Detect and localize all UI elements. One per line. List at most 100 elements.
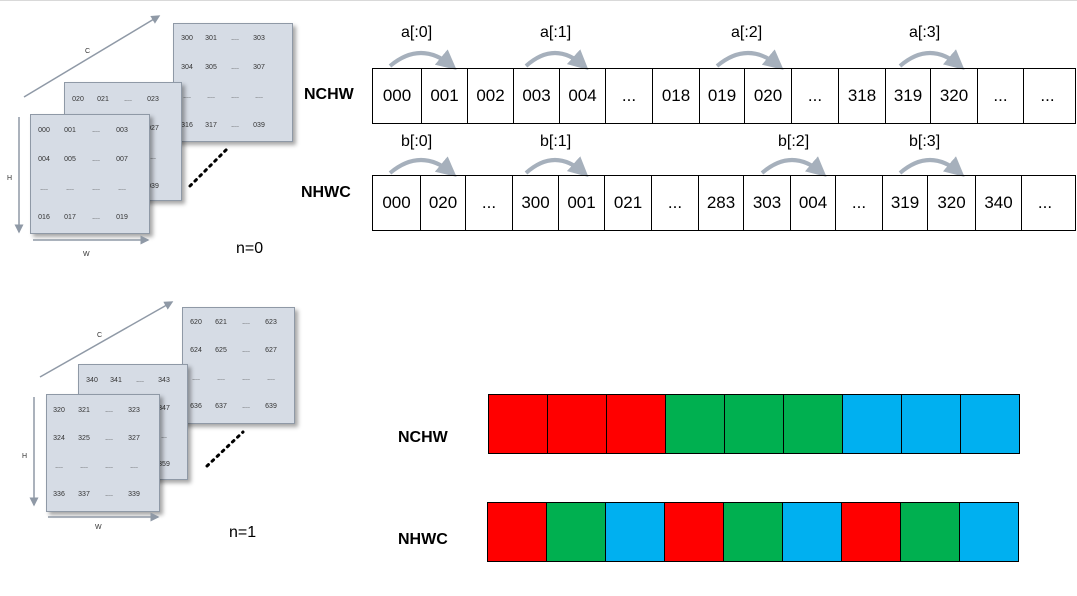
red-block xyxy=(606,394,666,454)
plane-cell: 005 xyxy=(64,156,76,163)
memory-cell: 018 xyxy=(653,69,700,123)
plane-cell: .... xyxy=(92,185,100,192)
memory-cell: 340 xyxy=(976,176,1022,230)
axis-label-h: H xyxy=(7,175,13,182)
axis-label-w: W xyxy=(83,251,90,258)
plane-cell: .... xyxy=(242,403,250,410)
plane-cell: 623 xyxy=(265,319,277,326)
plane-cell: .... xyxy=(92,156,100,163)
row-label-nchw: NCHW xyxy=(304,86,354,103)
color-strip-nhwc xyxy=(487,502,1019,562)
green-block xyxy=(723,502,783,562)
plane-cell: 359 xyxy=(158,461,170,468)
plane-cell: 624 xyxy=(190,347,202,354)
plane-cell: .... xyxy=(105,435,113,442)
plane-cell: 023 xyxy=(147,96,159,103)
plane-cell: .... xyxy=(255,93,263,100)
red-block xyxy=(547,394,607,454)
ellipsis-dots xyxy=(188,146,230,188)
memory-cell: ... xyxy=(1040,86,1055,105)
plane-cell: .... xyxy=(66,185,74,192)
plane-cell: .... xyxy=(55,463,63,470)
arrow-label-a1: a[:1] xyxy=(540,24,572,41)
plane-cell: 637 xyxy=(215,403,227,410)
green-block xyxy=(783,394,843,454)
memory-cell: 319 xyxy=(886,69,931,123)
batch-label-n0: n=0 xyxy=(236,240,264,257)
blue-block xyxy=(605,502,665,562)
plane-cell: 325 xyxy=(78,435,90,442)
plane-cell: 621 xyxy=(215,319,227,326)
axis-label-w: W xyxy=(95,524,102,531)
plane-cell: 620 xyxy=(190,319,202,326)
blue-block xyxy=(782,502,842,562)
plane-cell: 016 xyxy=(38,214,50,221)
plane-cell: 303 xyxy=(253,35,265,42)
plane-cell: 003 xyxy=(116,127,128,134)
arrow-label-b2: b[:2] xyxy=(778,133,810,150)
memory-cell: 002 xyxy=(468,69,514,123)
plane-cell: 636 xyxy=(190,403,202,410)
memory-cell: 000 xyxy=(373,176,421,230)
plane-cell: ... xyxy=(161,433,167,440)
memory-cell: 003 xyxy=(514,69,560,123)
memory-cell: 300 xyxy=(513,176,559,230)
green-block xyxy=(724,394,784,454)
memory-cell: 320 xyxy=(931,69,978,123)
memory-cell: 001 xyxy=(559,176,605,230)
plane-cell: 321 xyxy=(78,407,90,414)
arrow-label-b1: b[:1] xyxy=(540,133,572,150)
plane-cell: 339 xyxy=(128,491,140,498)
arrow-label-a3: a[:3] xyxy=(909,24,941,41)
plane-cell: .... xyxy=(231,122,239,129)
plane-cell: 347 xyxy=(158,405,170,412)
arrow-label-a2: a[:2] xyxy=(731,24,763,41)
plane-cell: 039 xyxy=(147,183,159,190)
plane-cell: 300 xyxy=(181,35,193,42)
curved-arrow-a2 xyxy=(715,49,784,70)
blue-block xyxy=(901,394,961,454)
plane-cell: .... xyxy=(242,347,250,354)
row-label-nhwc: NHWC xyxy=(301,184,351,201)
green-block xyxy=(900,502,960,562)
plane-cell: .... xyxy=(40,185,48,192)
plane-cell: 017 xyxy=(64,214,76,221)
plane-cell: 027 xyxy=(147,125,159,132)
plane-cell: 316 xyxy=(181,122,193,129)
red-block xyxy=(487,502,547,562)
plane-cell: 039 xyxy=(253,122,265,129)
color-strip-nchw xyxy=(488,394,1020,454)
arrow-label-a0: a[:0] xyxy=(401,24,433,41)
plane-cell: .... xyxy=(130,463,138,470)
plane-cell: 019 xyxy=(116,214,128,221)
memory-cell: 318 xyxy=(839,69,886,123)
plane-cell: .... xyxy=(80,463,88,470)
plane-cell: 341 xyxy=(110,377,122,384)
plane-cell: 301 xyxy=(205,35,217,42)
curved-arrow-b3 xyxy=(898,156,965,177)
plane-cell: 625 xyxy=(215,347,227,354)
plane-cell: .... xyxy=(105,407,113,414)
curved-arrow-b0 xyxy=(388,156,457,177)
plane-cell: .... xyxy=(242,319,250,326)
memory-cell: ... xyxy=(466,176,513,230)
memory-cell: 020 xyxy=(421,176,466,230)
memory-cell: 001 xyxy=(422,69,468,123)
memory-cell: 020 xyxy=(745,69,792,123)
memory-cell: ... xyxy=(606,69,653,123)
curved-arrow-a3 xyxy=(898,49,965,70)
plane-cell: 307 xyxy=(253,64,265,71)
green-block xyxy=(665,394,725,454)
plane-cell: 304 xyxy=(181,64,193,71)
curved-arrow-b2 xyxy=(760,156,827,177)
plane-cell: .... xyxy=(183,93,191,100)
blue-block xyxy=(842,394,902,454)
plane-cell: .... xyxy=(231,93,239,100)
plane-cell: .... xyxy=(207,93,215,100)
